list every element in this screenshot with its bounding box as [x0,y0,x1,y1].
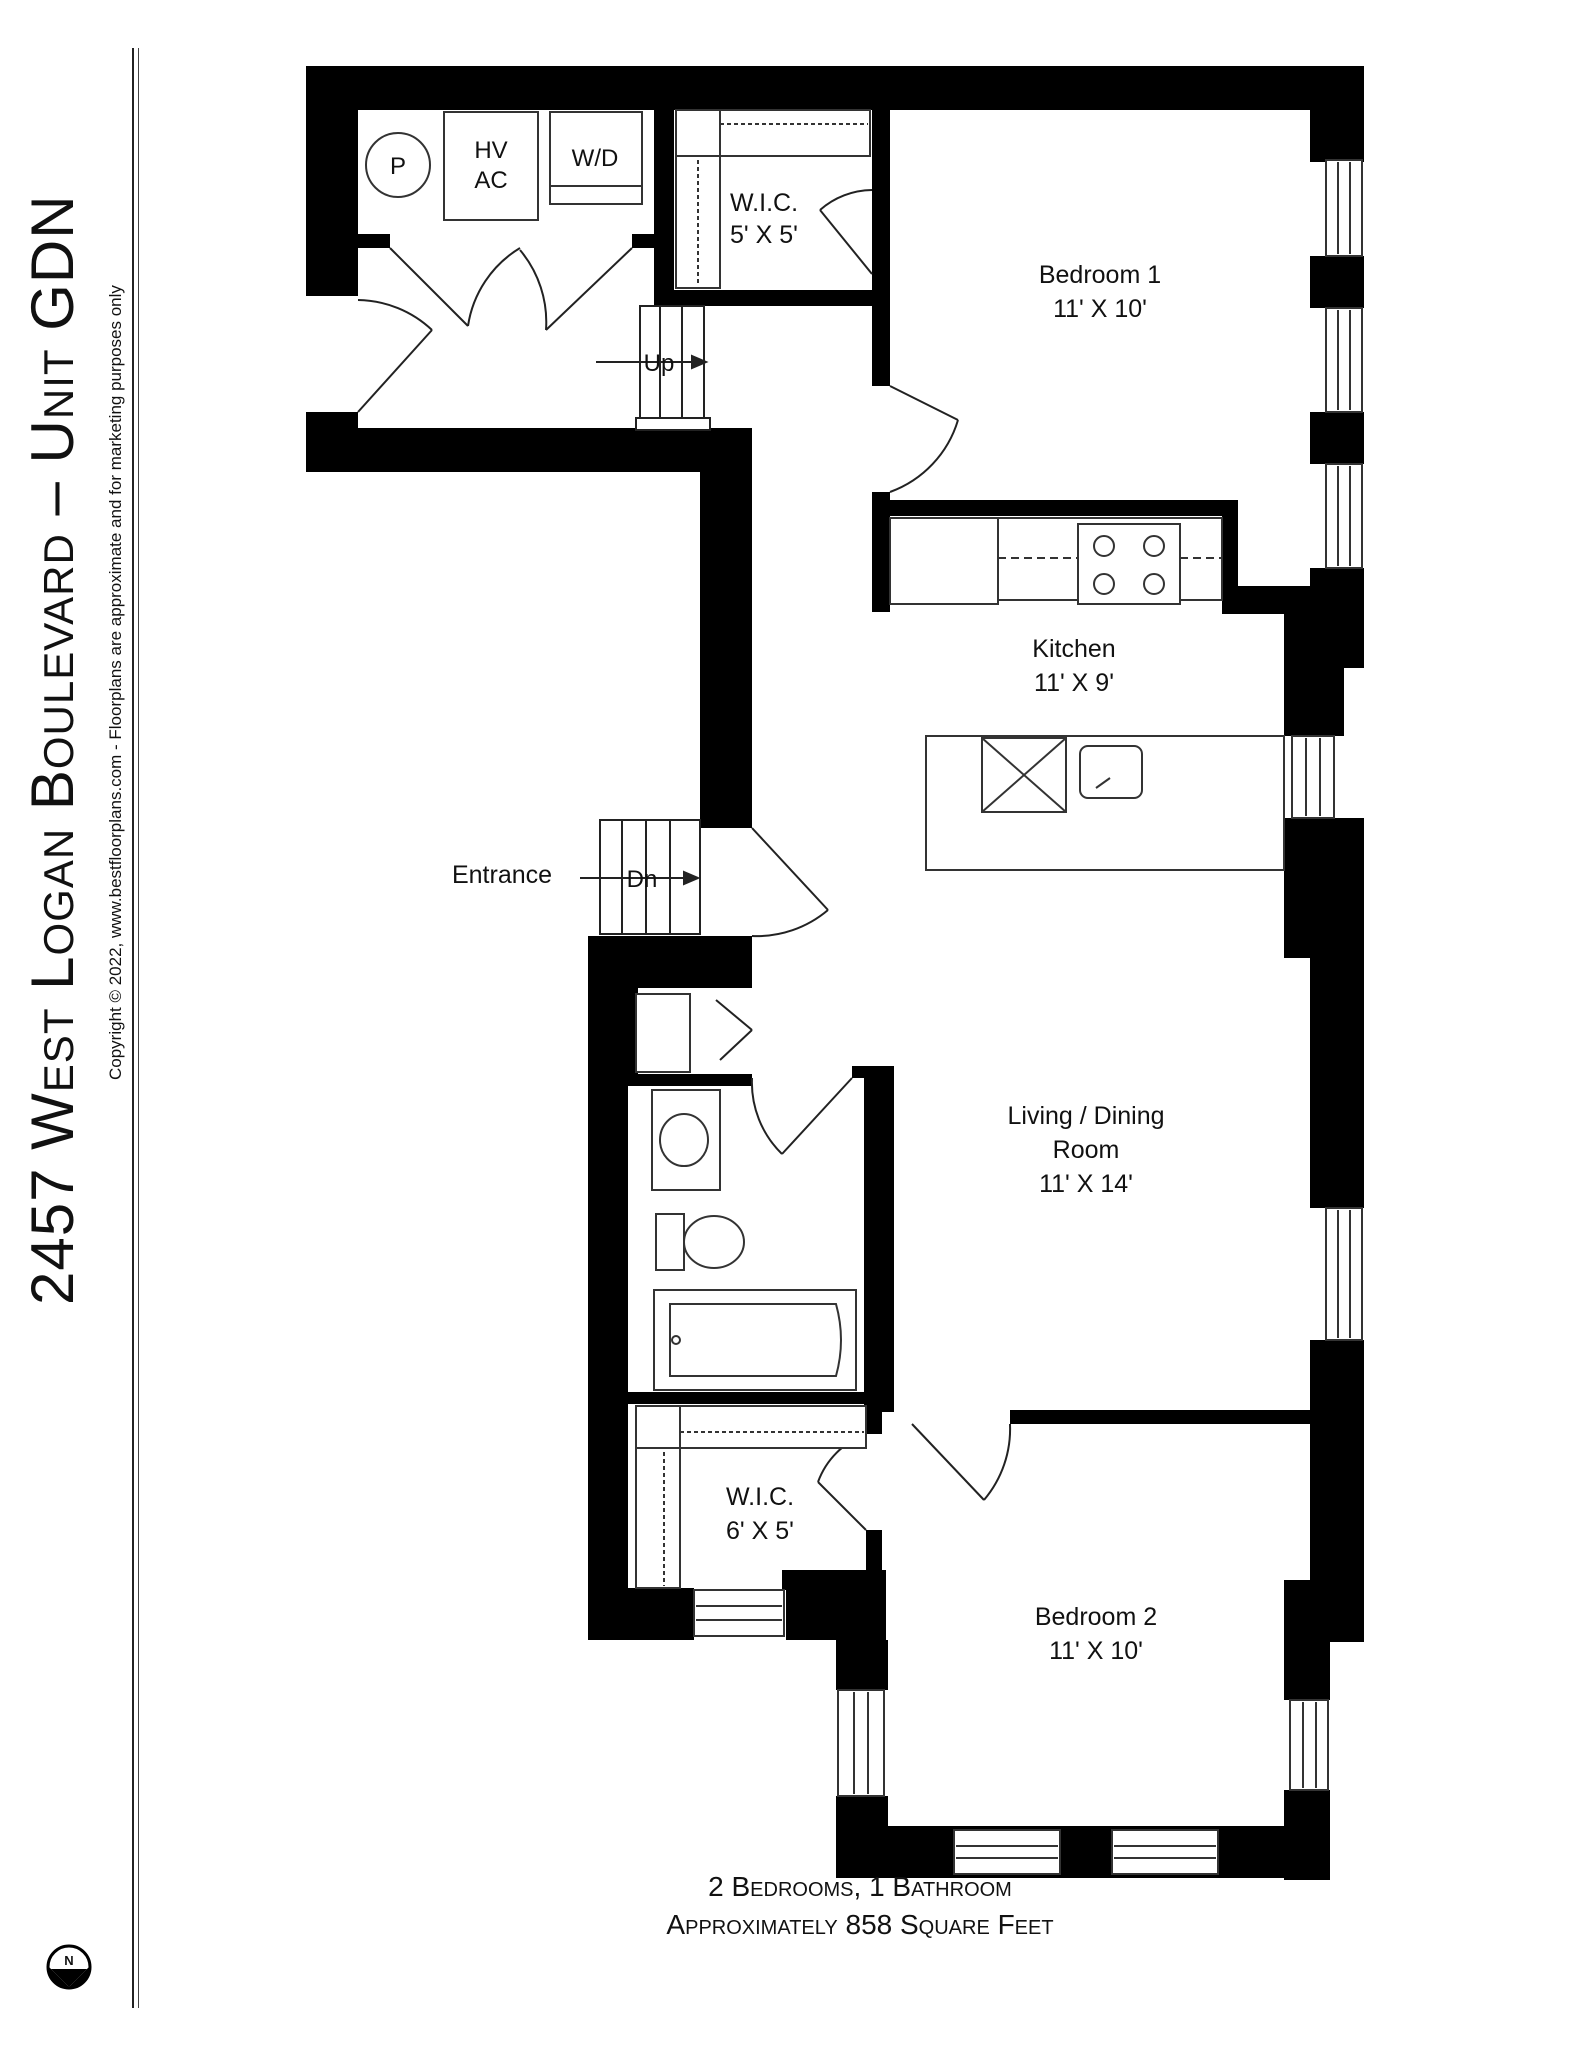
label-hvac-2: AC [474,167,507,194]
window-living [1325,1207,1363,1341]
label-p: P [390,153,406,180]
wall-corridor-top [306,428,752,472]
wall-living-bed2 [1010,1410,1310,1424]
wall-bed2-left-jog [786,1588,886,1640]
title-divider-line-inner [138,48,139,2008]
wall-utility-right [654,66,674,306]
label-kitchen-size: 11' X 9' [1034,669,1114,697]
window-bed1-1 [1325,159,1363,257]
window-wic2 [693,1589,785,1637]
window-bed2-right [1289,1699,1329,1791]
summary-rooms: 2 Bedrooms, 1 Bathroom [708,1871,1012,1902]
label-kitchen-name: Kitchen [1032,635,1115,663]
refrigerator-icon [889,517,999,605]
summary-area: Approximately 858 Square Feet [666,1909,1054,1940]
label-wic1-name: W.I.C. [730,189,798,217]
hvac-unit-icon [443,111,539,221]
wall-right-3 [1310,412,1364,464]
wall-closet-left [628,986,638,1076]
window-bed1-2 [1325,307,1363,413]
wall-bed1-left [872,306,890,386]
window-kitchen [1291,735,1335,819]
windows [693,159,1363,1875]
wall-bed1-bottom-jog [1222,500,1238,600]
stairs-down [580,819,701,935]
wall-right-kitchen [1284,586,1344,736]
stairs-up [596,305,711,431]
wall-wic1-bottom [674,290,874,306]
title-divider-line [132,48,134,2008]
wall-corridor-left [700,428,752,828]
label-stairs-down: Dn [627,866,658,893]
wall-top [306,66,1364,110]
labels: P HV AC W/D W.I.C. 5' X 5' Bedroom 1 11'… [390,137,1165,1665]
north-arrow-icon: N [46,1944,92,1990]
wall-utility-left [306,66,358,296]
label-bedroom2-name: Bedroom 2 [1035,1603,1157,1631]
kitchen-sink-icon [1079,745,1143,799]
window-bed2-bottom-1 [953,1829,1061,1875]
wall-bed2-bottom-mid [1060,1826,1112,1878]
wall-bed1-left-low [872,492,890,612]
wall-bath-right [864,1066,894,1412]
wall-wic2-bottom-right [782,1570,886,1590]
walls [306,66,1364,1880]
label-bedroom1-name: Bedroom 1 [1039,261,1161,289]
wall-bed2-left-low [836,1796,888,1878]
doors [357,189,1012,1531]
range-stove-icon [1077,523,1181,605]
label-living-name-2: Room [1053,1136,1120,1164]
toilet-tank [655,1213,685,1271]
label-wd: W/D [572,145,619,172]
wall-utility-stub-left [358,234,390,248]
label-bedroom2-size: 11' X 10' [1049,1637,1143,1665]
wall-bed2-left-top [836,1640,888,1690]
wall-right-living [1310,888,1364,1208]
label-entrance: Entrance [452,861,552,889]
fixtures [365,109,1285,1589]
window-bed1-3 [1325,463,1363,569]
label-stairs-up: Up [644,350,675,377]
window-bed2-left [837,1689,885,1797]
wall-bath-wic2 [628,1392,894,1404]
compass-label: N [64,1953,73,1968]
wall-right-2 [1310,256,1364,308]
wall-wic2-bottom-left [588,1588,694,1640]
wall-bath-top [628,1074,752,1086]
label-bedroom1-size: 11' X 10' [1053,295,1147,323]
closet-shelf [635,993,691,1073]
plan-summary: 2 Bedrooms, 1 Bathroom Approximately 858… [560,1868,1160,1944]
label-wic1-size: 5' X 5' [730,221,798,249]
wall-wic2-right-top [866,1404,882,1434]
toilet-icon [683,1215,745,1269]
wall-bath-left [588,948,628,1638]
label-hvac-1: HV [474,137,507,164]
wall-bed1-bottom [872,500,1236,516]
wall-entrance-lower [588,936,752,988]
label-wic2-name: W.I.C. [726,1483,794,1511]
wall-wic1-right-low [872,274,890,306]
wall-wic1-right [872,106,890,274]
window-bed2-bottom-2 [1111,1829,1219,1875]
water-heater-icon [365,132,431,198]
label-living-name-1: Living / Dining [1007,1102,1164,1130]
label-living-size: 11' X 14' [1039,1170,1133,1198]
label-wic2-size: 6' X 5' [726,1517,794,1545]
wall-right-bed2 [1284,1580,1330,1700]
wall-right-1 [1310,66,1364,162]
